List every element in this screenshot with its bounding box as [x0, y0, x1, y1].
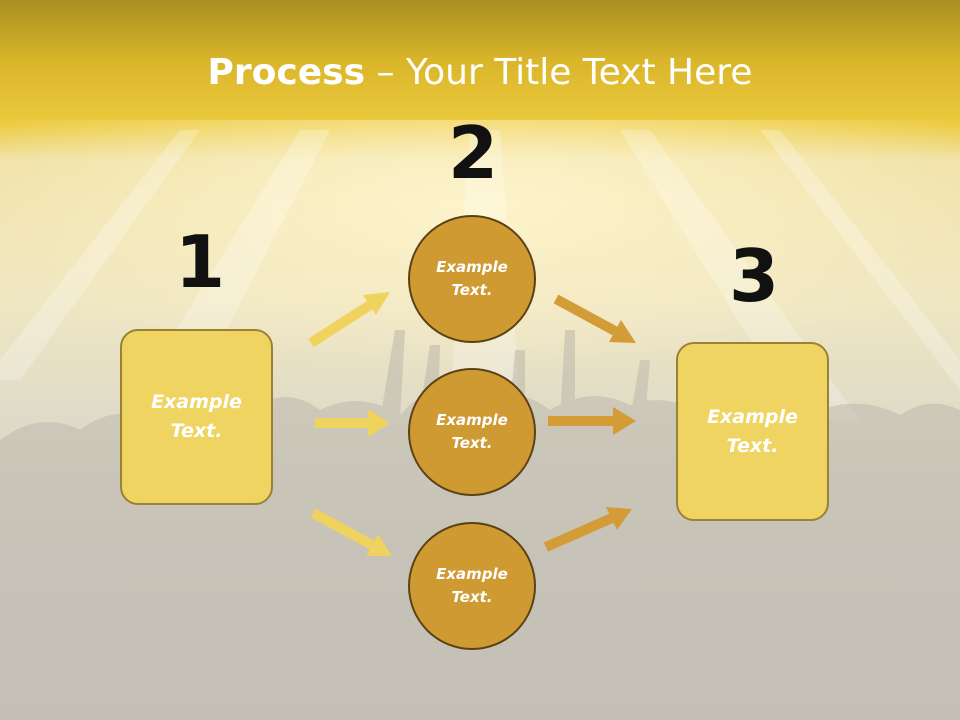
arrow-box1-to-circle-middle	[315, 409, 390, 437]
arrow-circle-middle-to-box3	[548, 407, 636, 435]
title-bold: Process	[207, 52, 366, 93]
arrow-circle-bottom-to-box3	[543, 507, 632, 552]
step-2-circle-top: Example Text.	[408, 215, 536, 343]
slide-title: Process – Your Title Text Here	[0, 52, 960, 93]
arrow-circle-top-to-box3	[553, 294, 636, 343]
step-1-box: Example Text.	[120, 329, 273, 505]
step-3-label: Example Text.	[707, 405, 798, 457]
title-rest: – Your Title Text Here	[365, 52, 753, 93]
step-1-label: Example Text.	[151, 391, 242, 442]
circle-top-label: Example Text.	[436, 258, 508, 299]
step-number-2: 2	[447, 111, 499, 195]
arrow-box1-to-circle-top	[308, 292, 390, 348]
arrow-box1-to-circle-bottom	[310, 508, 392, 556]
step-number-3: 3	[728, 234, 780, 318]
step-2-circle-bottom: Example Text.	[408, 522, 536, 650]
step-number-1: 1	[174, 220, 226, 304]
step-2-circle-middle: Example Text.	[408, 368, 536, 496]
circle-bottom-label: Example Text.	[436, 565, 508, 606]
step-3-box: Example Text.	[676, 342, 829, 521]
circle-middle-label: Example Text.	[436, 411, 508, 452]
